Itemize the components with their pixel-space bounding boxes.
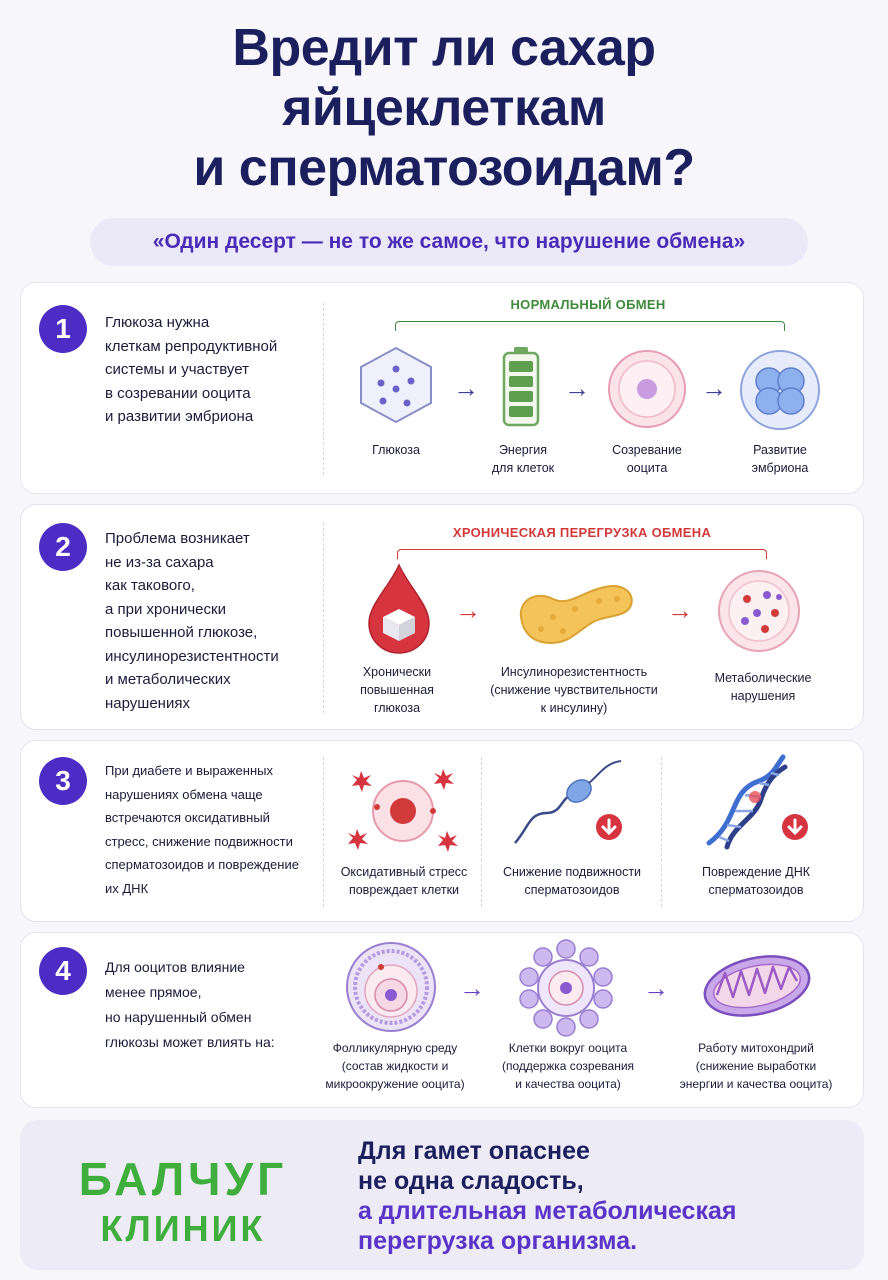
section-1-card: 1 Глюкоза нужна клеткам репродуктивной с… <box>20 282 864 494</box>
footer-line: перегрузка организма. <box>358 1227 638 1255</box>
step-caption: Фолликулярную среду (состав жидкости и м… <box>325 1041 465 1091</box>
footer-line: а длительная метаболическая <box>358 1197 737 1225</box>
step-caption: Метаболические нарушения <box>714 671 812 703</box>
divider <box>323 757 324 907</box>
footer-message: Для гамет опаснее не одна сладость, а дл… <box>358 1136 838 1256</box>
pancreas-icon <box>519 585 633 645</box>
bracket-line <box>395 321 785 331</box>
section-text: Для ооцитов влияние менее прямое, но нар… <box>105 959 275 1050</box>
oxidative-stress-icon <box>348 769 458 852</box>
subtitle-pill: «Один десерт — не то же самое, что наруш… <box>90 218 808 266</box>
metabolic-cell-icon <box>718 570 800 652</box>
cumulus-cells-icon <box>519 939 613 1037</box>
down-arrow-icon <box>596 814 622 840</box>
title-line-2: яйцеклеткам <box>282 79 606 137</box>
section-number-badge: 1 <box>39 305 87 353</box>
step-caption: Развитие эмбриона <box>751 443 809 475</box>
arrow-right-icon: → <box>564 373 590 403</box>
dna-icon <box>706 754 788 850</box>
page-title: Вредит ли сахар яйцеклеткам и сперматозо… <box>0 18 888 198</box>
divider <box>661 757 662 907</box>
step-caption: Хронически повышенная глюкоза <box>360 665 434 715</box>
step-caption: Повреждение ДНК сперматозоидов <box>701 865 811 897</box>
bracket-label-normal: НОРМАЛЬНЫЙ ОБМЕН <box>510 297 666 312</box>
footer-line: не одна сладость, <box>358 1167 584 1195</box>
section-number-badge: 2 <box>39 523 87 571</box>
step-caption: Инсулинорезистентность (снижение чувстви… <box>490 665 658 715</box>
follicle-icon <box>346 942 436 1032</box>
title-line-1: Вредит ли сахар <box>232 19 656 77</box>
step-caption: Клетки вокруг ооцита (поддержка созреван… <box>501 1041 635 1091</box>
step-caption: Работу митохондрий (снижение выработки э… <box>679 1041 833 1091</box>
brand-logo-line-1: БАЛЧУГ <box>78 1153 288 1205</box>
section-text: Глюкоза нужна клеткам репродуктивной сис… <box>105 314 278 425</box>
section-2-card: 2 Проблема возникает не из-за сахара как… <box>20 504 864 730</box>
divider <box>323 303 324 475</box>
footer-banner: БАЛЧУГ КЛИНИК Для гамет опаснее не одна … <box>20 1120 864 1270</box>
oocyte-icon <box>608 350 686 428</box>
arrow-right-icon: → <box>667 595 693 625</box>
battery-energy-icon <box>502 347 540 427</box>
title-line-3: и сперматозоидам? <box>193 139 695 197</box>
divider <box>481 757 482 907</box>
section-text: При диабете и выраженных нарушениях обме… <box>105 763 299 896</box>
arrow-right-icon: → <box>643 973 669 1003</box>
embryo-icon <box>740 350 820 430</box>
step-caption: Оксидативный стресс повреждает клетки <box>340 865 468 897</box>
arrow-right-icon: → <box>453 373 479 403</box>
section-3-card: 3 При диабете и выраженных нарушениях об… <box>20 740 864 922</box>
sperm-icon <box>514 760 622 844</box>
arrow-right-icon: → <box>455 595 481 625</box>
arrow-right-icon: → <box>701 373 727 403</box>
section-number-badge: 3 <box>39 757 87 805</box>
bracket-line <box>397 549 767 559</box>
mitochondrion-icon <box>703 955 811 1017</box>
step-caption: Энергия для клеток <box>491 443 555 475</box>
footer-line: Для гамет опаснее <box>358 1137 590 1165</box>
step-caption: Снижение подвижности сперматозоидов <box>502 865 642 897</box>
section-number-badge: 4 <box>39 947 87 995</box>
arrow-right-icon: → <box>459 973 485 1003</box>
brand-logo-line-2: КЛИНИК <box>100 1208 266 1249</box>
down-arrow-icon <box>782 814 808 840</box>
section-4-card: 4 Для ооцитов влияние менее прямое, но н… <box>20 932 864 1108</box>
step-caption: Созревание ооцита <box>612 443 682 475</box>
divider <box>323 523 324 713</box>
bracket-label-overload: ХРОНИЧЕСКАЯ ПЕРЕГРУЗКА ОБМЕНА <box>452 525 712 540</box>
section-text: Проблема возникает не из-за сахара как т… <box>105 530 279 712</box>
step-caption: Глюкоза <box>372 443 420 457</box>
blood-drop-sugar-icon <box>368 563 430 654</box>
glucose-hexagon-icon <box>360 346 432 424</box>
